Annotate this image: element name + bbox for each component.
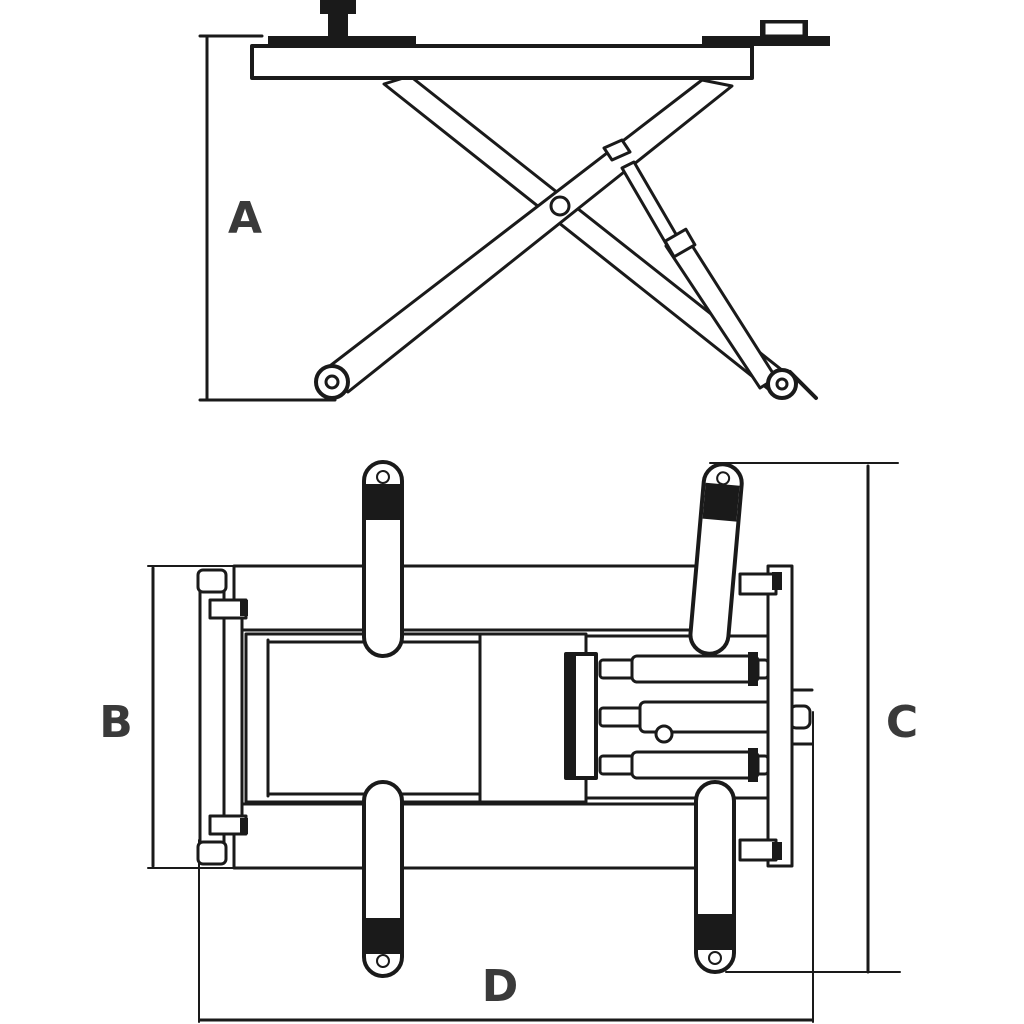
dimension-a: A: [198, 34, 337, 402]
runways: [232, 564, 702, 870]
hydraulic-cylinder: [602, 138, 778, 390]
arm-top-right: [688, 462, 744, 656]
runway-top: [232, 564, 702, 632]
dimension-label-c: C: [886, 697, 918, 748]
base-rollers: [314, 364, 818, 400]
pivot-pin: [549, 195, 571, 217]
platform-deck: [250, 0, 830, 80]
dimension-label-d: D: [482, 961, 519, 1012]
arm-top-left: [362, 460, 404, 658]
left-end-bar: [196, 568, 248, 866]
dimension-d: D: [198, 711, 814, 1023]
top-view: B C D: [99, 460, 918, 1023]
runway-bottom: [232, 802, 702, 870]
lifting-arms: [362, 460, 744, 978]
arm-bottom-right: [694, 780, 736, 974]
arm-bottom-left: [362, 780, 404, 978]
center-frame: [244, 632, 588, 804]
scissor-arms: [320, 74, 794, 394]
dimension-b: B: [99, 565, 257, 869]
hydraulic-assembly: [564, 564, 814, 868]
dimension-label-a: A: [228, 193, 262, 244]
side-view: A: [198, 0, 830, 402]
dimension-label-b: B: [99, 697, 133, 748]
